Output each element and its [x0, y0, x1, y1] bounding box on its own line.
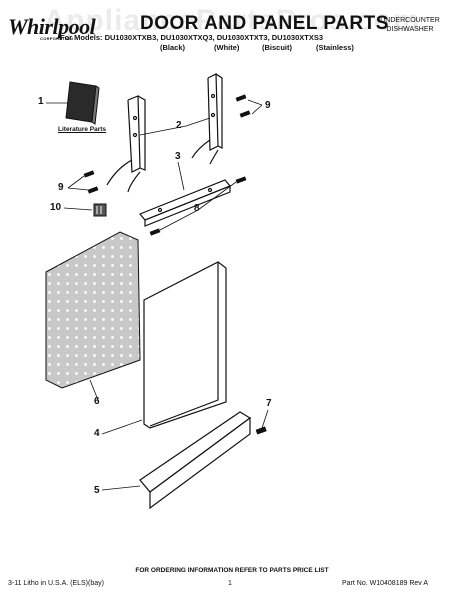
right-door-bracket: [191, 73, 223, 165]
page-number: 1: [228, 580, 232, 587]
product-line-2: DISHWASHER: [386, 26, 434, 33]
literature-booklet: [65, 81, 100, 125]
variant-black: (Black): [160, 43, 186, 52]
insulation-panel: [45, 231, 141, 389]
callout-10: 10: [50, 202, 62, 213]
callout-4: 4: [94, 428, 100, 439]
clip-part: [93, 203, 107, 217]
brand-sub: CORPORATION: [40, 36, 74, 41]
screws-top: [83, 94, 251, 194]
screws-rail: [149, 176, 247, 236]
variant-stainless: (Stainless): [316, 43, 354, 52]
model-list: For Models: DU1030XTXB3, DU1030XTXQ3, DU…: [60, 33, 324, 42]
literature-parts-label: Literature Parts: [58, 126, 107, 133]
variant-white: (White): [214, 43, 240, 52]
hinge-rail: [139, 179, 231, 227]
left-door-bracket: [106, 95, 146, 193]
callout-6: 6: [94, 396, 100, 407]
callout-9-right: 9: [265, 100, 271, 111]
part-number: Part No. W10408189 Rev A: [342, 580, 428, 587]
callout-2: 2: [176, 120, 182, 131]
callout-1: 1: [38, 96, 44, 107]
toe-panel: [139, 411, 252, 510]
product-type: UNDERCOUNTER DISHWASHER: [360, 16, 460, 34]
callout-7: 7: [266, 398, 272, 409]
callout-3: 3: [175, 151, 181, 162]
door-panel: [143, 261, 227, 429]
watermark: AppliancePartsPros.com: [43, 4, 421, 37]
brand-logo: Whirlpool: [8, 14, 96, 39]
callout-5: 5: [94, 485, 100, 496]
ordering-note: FOR ORDERING INFORMATION REFER TO PARTS …: [135, 567, 329, 574]
callout-8: 8: [194, 203, 200, 214]
callout-9-left: 9: [58, 182, 64, 193]
litho-info: 3-11 Litho in U.S.A. (ELS)(bay): [8, 580, 104, 587]
variant-biscuit: (Biscuit): [262, 43, 292, 52]
page-title: DOOR AND PANEL PARTS: [140, 13, 389, 34]
leader-lines: [46, 99, 269, 491]
toe-screw: [255, 426, 267, 435]
product-line-1: UNDERCOUNTER: [380, 17, 440, 24]
